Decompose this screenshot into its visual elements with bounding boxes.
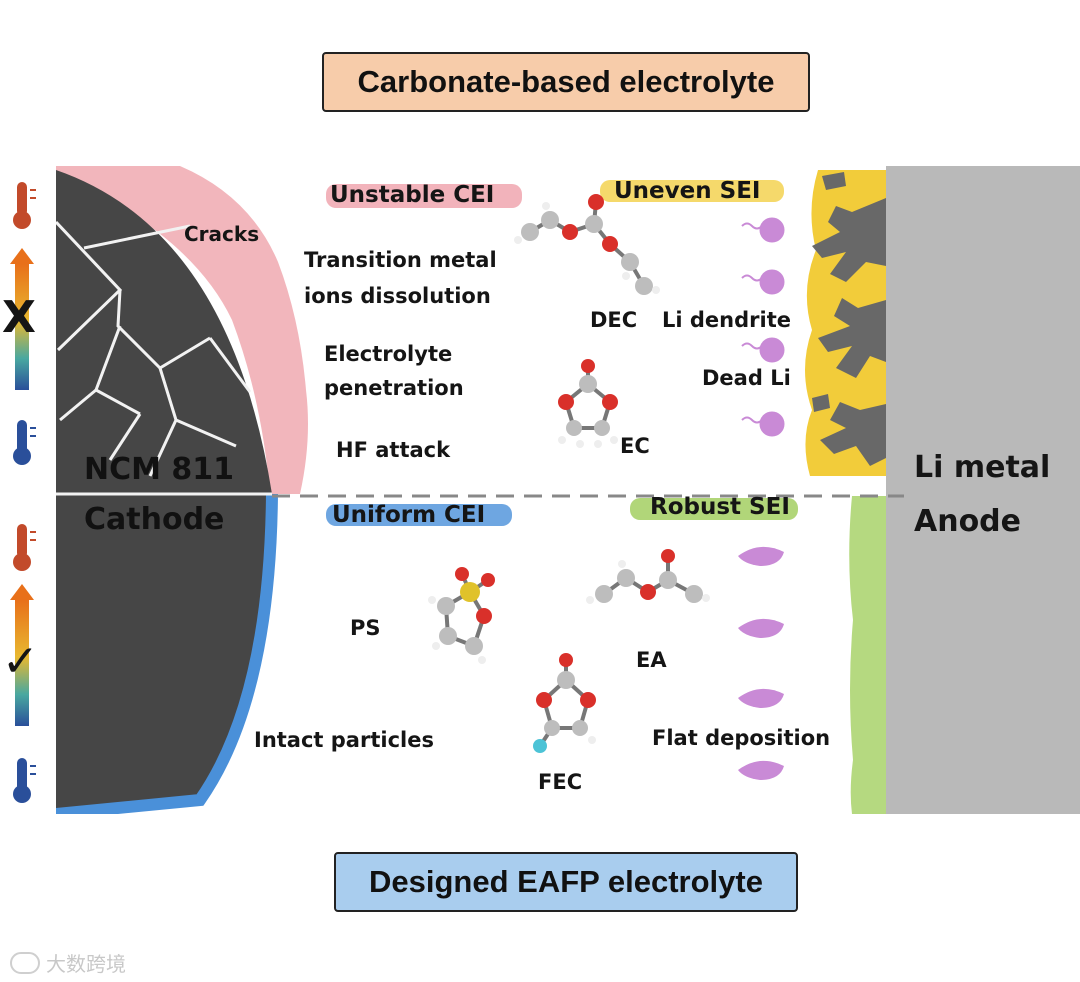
thermometer-cold-icon: [13, 420, 36, 465]
watermark-logo-icon: [10, 951, 40, 974]
li-ion-flat: [738, 688, 784, 708]
anode-label-line2: Anode: [914, 504, 1022, 539]
flat-deposition-label: Flat deposition: [652, 726, 831, 750]
check-mark-icon: ✓: [2, 636, 39, 687]
li-ion-group-top: [741, 217, 785, 437]
ps-molecule: [428, 567, 495, 664]
dead-li-chunk: [812, 394, 830, 412]
uniform-cei-label: Uniform CEI: [332, 502, 486, 528]
dec-molecule: [514, 194, 660, 295]
ea-molecule: [586, 549, 710, 604]
title-designed-electrolyte: Designed EAFP electrolyte: [334, 852, 798, 912]
cathode-label-line1: NCM 811: [84, 452, 235, 487]
thermometer-hot-icon: [13, 182, 36, 229]
li-ion-flat: [738, 546, 784, 566]
li-ion: [759, 269, 785, 295]
li-ion: [759, 337, 785, 363]
uneven-sei-layer: [805, 170, 886, 476]
cathode-particle-intact: [56, 494, 278, 814]
temperature-range-arrow-icon: [10, 584, 34, 726]
hf-attack-label: HF attack: [336, 438, 451, 462]
cross-mark-icon: X: [2, 292, 36, 343]
ps-label: PS: [350, 616, 381, 640]
watermark: 大数跨境: [10, 948, 126, 977]
anode-label-line1: Li metal: [914, 450, 1051, 485]
li-ion: [759, 411, 785, 437]
electrolyte-penetration-label-line2: penetration: [324, 376, 464, 400]
dec-label: DEC: [590, 308, 638, 332]
dead-li-chunk: [822, 172, 846, 190]
transition-metal-label-line2: ions dissolution: [304, 284, 491, 308]
robust-sei-layer: [849, 496, 886, 814]
intact-particles-label: Intact particles: [254, 728, 434, 752]
anode-slab: [886, 166, 1080, 814]
cracks-label: Cracks: [184, 222, 260, 246]
li-ion-group-bottom: [738, 546, 784, 780]
li-ion-flat: [738, 618, 784, 638]
unstable-cei-highlight: [326, 184, 522, 208]
robust-sei-highlight: [630, 498, 798, 520]
li-dendrite-label: Li dendrite: [662, 308, 791, 332]
title-carbonate-electrolyte: Carbonate-based electrolyte: [322, 52, 810, 112]
li-dendrite-shape: [812, 198, 886, 282]
thermometer-hot-icon: [13, 524, 36, 571]
thermometer-cold-icon: [13, 758, 36, 803]
uniform-cei-layer: [56, 494, 278, 814]
li-dendrite-shape: [818, 298, 886, 378]
fec-molecule: [533, 653, 596, 753]
li-ion-flat: [738, 760, 784, 780]
fec-label: FEC: [538, 770, 583, 794]
temperature-range-arrow-icon: [10, 248, 34, 390]
robust-sei-label: Robust SEI: [650, 494, 790, 520]
ea-label: EA: [636, 648, 667, 672]
unstable-cei-halo: [56, 166, 308, 494]
ec-molecule: [558, 359, 618, 448]
uneven-sei-highlight: [600, 180, 784, 202]
transition-metal-label-line1: Transition metal: [304, 248, 497, 272]
li-ion: [759, 217, 785, 243]
cathode-particle-cracked: [56, 170, 272, 494]
li-dendrite-shape: [820, 402, 886, 466]
uniform-cei-highlight: [326, 504, 512, 526]
cathode-label-line2: Cathode: [84, 502, 225, 537]
watermark-text: 大数跨境: [46, 952, 126, 976]
uneven-sei-label: Uneven SEI: [614, 178, 761, 204]
electrolyte-penetration-label-line1: Electrolyte: [324, 342, 453, 366]
dead-li-label: Dead Li: [702, 366, 791, 390]
unstable-cei-label: Unstable CEI: [330, 182, 495, 208]
ec-label: EC: [620, 434, 650, 458]
